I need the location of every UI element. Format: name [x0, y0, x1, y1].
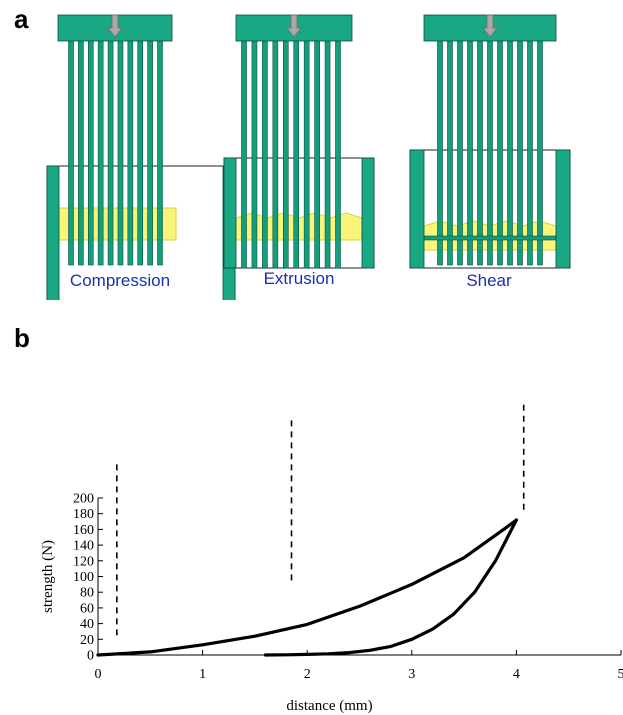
compression-label: Compression — [69, 271, 171, 290]
series-line-loading — [96, 518, 518, 657]
y-axis-label: strength (N) — [40, 540, 56, 613]
compression-sample — [57, 207, 177, 241]
y-tick-label: 100 — [73, 570, 94, 585]
y-tick-label: 40 — [80, 617, 94, 632]
y-tick-label: 0 — [87, 649, 94, 664]
shear-cup-wall-right — [555, 149, 571, 269]
compression-cell — [46, 14, 236, 300]
x-axis-label: distance (mm) — [286, 698, 372, 714]
compression-cup-wall-left — [46, 165, 60, 300]
y-tick-label: 140 — [73, 539, 94, 554]
down-arrow-icon — [482, 14, 498, 38]
panel-a-letter: a — [14, 4, 29, 34]
y-tick-label: 180 — [73, 507, 94, 522]
down-arrow-icon — [286, 14, 302, 38]
extrusion-cup-wall-right — [361, 157, 375, 269]
y-tick-label: 60 — [80, 601, 94, 616]
texture-analyzer-diagram — [46, 14, 571, 300]
y-tick-label: 160 — [73, 523, 94, 538]
extrusion-cup-wall-left — [223, 157, 237, 269]
x-tick-label: 1 — [199, 667, 206, 682]
shear-label: Shear — [466, 271, 512, 290]
panel-b-letter: b — [14, 323, 30, 353]
x-tick-label: 0 — [95, 667, 102, 682]
x-tick-label: 2 — [304, 667, 311, 682]
down-arrow-icon — [107, 14, 123, 38]
y-tick-label: 200 — [73, 492, 94, 507]
extrusion-label: Extrusion — [263, 269, 335, 288]
y-tick-label: 20 — [80, 633, 94, 648]
y-tick-label: 120 — [73, 554, 94, 569]
shear-cup-wall-left — [409, 149, 425, 269]
x-tick-label: 4 — [513, 667, 520, 682]
series-line-unloading — [263, 518, 518, 657]
x-tick-label: 5 — [618, 667, 623, 682]
y-tick-label: 80 — [80, 586, 94, 601]
shear-cell — [409, 14, 571, 269]
extrusion-cell — [223, 14, 375, 269]
x-tick-label: 3 — [408, 667, 415, 682]
